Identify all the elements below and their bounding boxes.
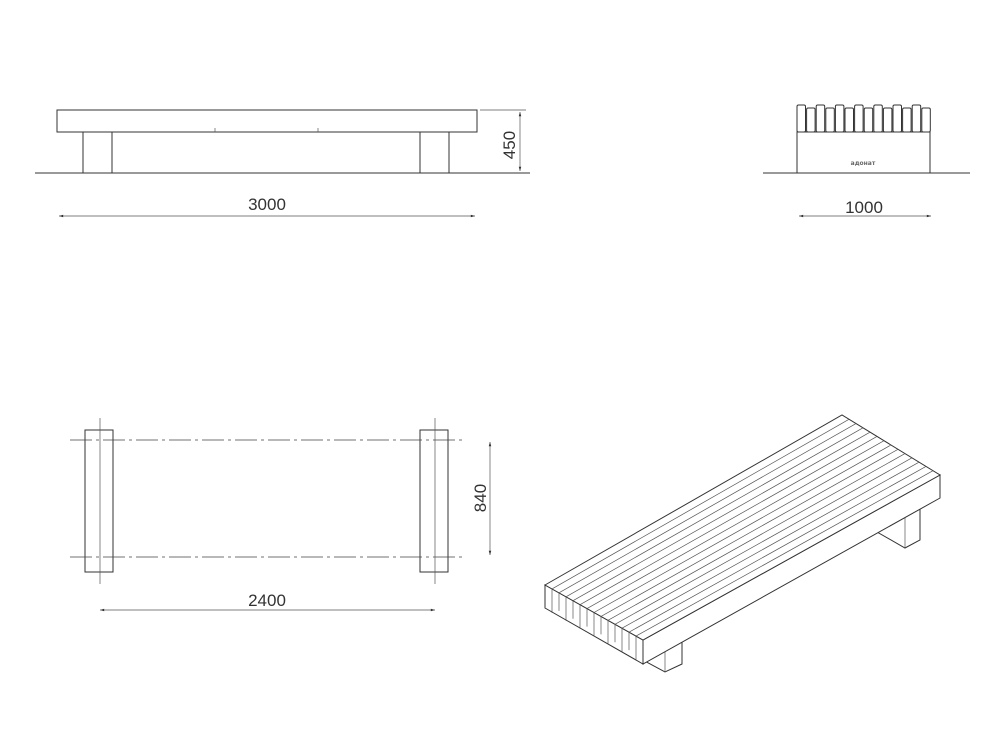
iso-slat-lines [551,418,934,661]
slat-ends [796,104,931,133]
slat-end [806,107,816,133]
slat-end [796,104,806,133]
iso-slat-gap [565,427,864,598]
brand-logo: адонат [851,160,876,167]
iso-slat-gap [621,461,920,629]
bench-seat [56,109,478,133]
iso-slat-gap [558,423,857,594]
slat-end [921,107,931,133]
iso-slat-gap [600,448,899,617]
width-label: 1000 [845,198,883,217]
leg-plan-left [84,429,114,573]
length-label: 3000 [248,195,286,214]
iso-slat-gap [579,436,878,605]
slat-end [873,104,883,133]
iso-seat-top [543,414,941,641]
bench-leg-right [419,131,450,174]
iso-slat-gap [551,418,850,590]
leg-plan-right [419,429,449,573]
slat-end [902,107,912,133]
side-view: 450 3000 [35,109,530,218]
bench-body [796,131,931,174]
iso-slat-gap [614,457,913,625]
depth-label: 840 [471,484,490,512]
slat-end [854,104,864,133]
iso-slat-gap [635,470,934,637]
slat-end [863,107,874,133]
isometric-view: адонат [543,414,941,673]
slat-end [834,104,845,133]
slat-end [825,107,835,133]
slat-end [882,107,893,133]
bench-leg-left [82,131,113,174]
slat-end [844,107,854,133]
iso-slat-gap [572,431,871,602]
plan-view: 840 2400 [70,418,492,612]
slat-end [892,104,902,133]
iso-slat-gap [607,453,906,621]
iso-slat-gap [628,466,927,633]
iso-slat-gap [593,444,892,613]
leg-span-label: 2400 [248,591,286,610]
slat-end [911,104,922,133]
slat-end [815,104,826,133]
front-view: адонат 1000 [763,104,970,218]
height-label: 450 [500,131,519,159]
iso-slat-gap [586,440,885,609]
